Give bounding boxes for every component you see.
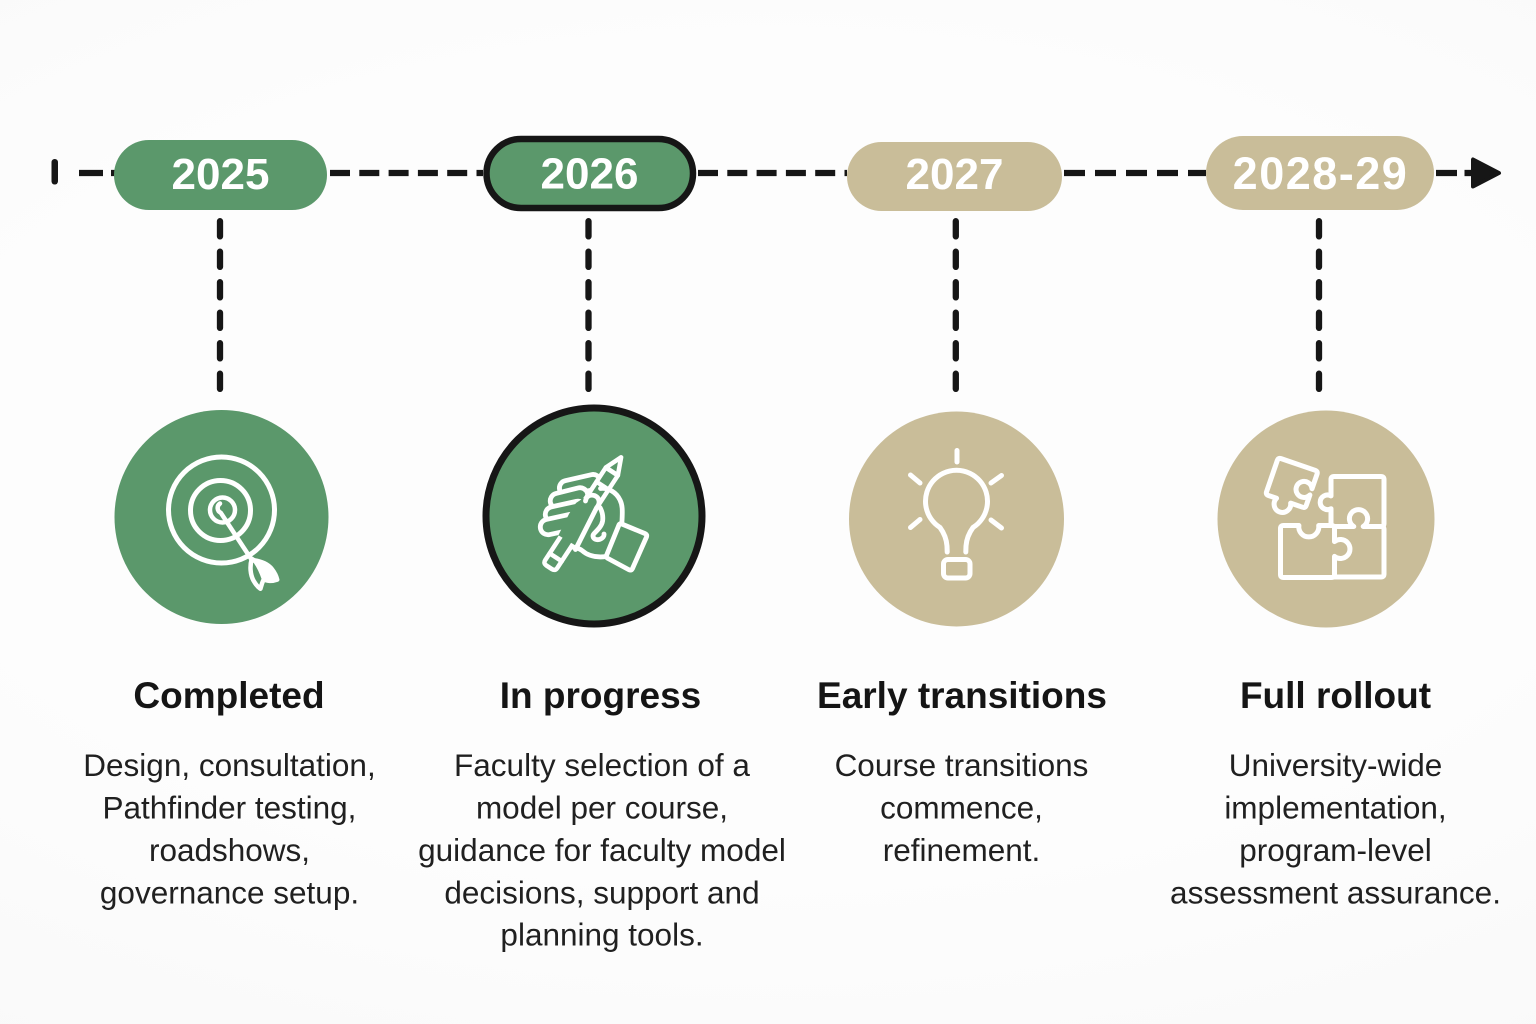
svg-text:Completed: Completed [133, 675, 324, 716]
svg-text:commence,: commence, [880, 790, 1043, 826]
svg-text:2026: 2026 [541, 150, 639, 199]
svg-text:guidance for faculty model: guidance for faculty model [418, 832, 786, 868]
svg-text:decisions, support and: decisions, support and [444, 875, 759, 911]
svg-text:Early transitions: Early transitions [817, 675, 1107, 716]
svg-text:In progress: In progress [500, 675, 702, 716]
svg-text:2025: 2025 [172, 150, 270, 199]
svg-text:University-wide: University-wide [1229, 747, 1443, 783]
svg-text:2028-29: 2028-29 [1233, 148, 1409, 199]
svg-text:model per course,: model per course, [476, 790, 728, 826]
svg-text:planning tools.: planning tools. [500, 917, 703, 953]
svg-text:Design, consultation,: Design, consultation, [83, 747, 375, 783]
svg-text:Pathfinder testing,: Pathfinder testing, [103, 790, 357, 826]
svg-text:Full rollout: Full rollout [1240, 675, 1431, 716]
svg-text:Course transitions: Course transitions [835, 747, 1089, 783]
svg-text:assessment assurance.: assessment assurance. [1170, 875, 1501, 911]
svg-text:governance setup.: governance setup. [100, 875, 359, 911]
svg-text:Faculty selection of a: Faculty selection of a [454, 747, 750, 783]
svg-text:roadshows,: roadshows, [149, 832, 310, 868]
svg-text:program-level: program-level [1239, 832, 1432, 868]
svg-text:2027: 2027 [906, 150, 1004, 199]
svg-text:refinement.: refinement. [883, 832, 1041, 868]
svg-text:implementation,: implementation, [1224, 790, 1446, 826]
